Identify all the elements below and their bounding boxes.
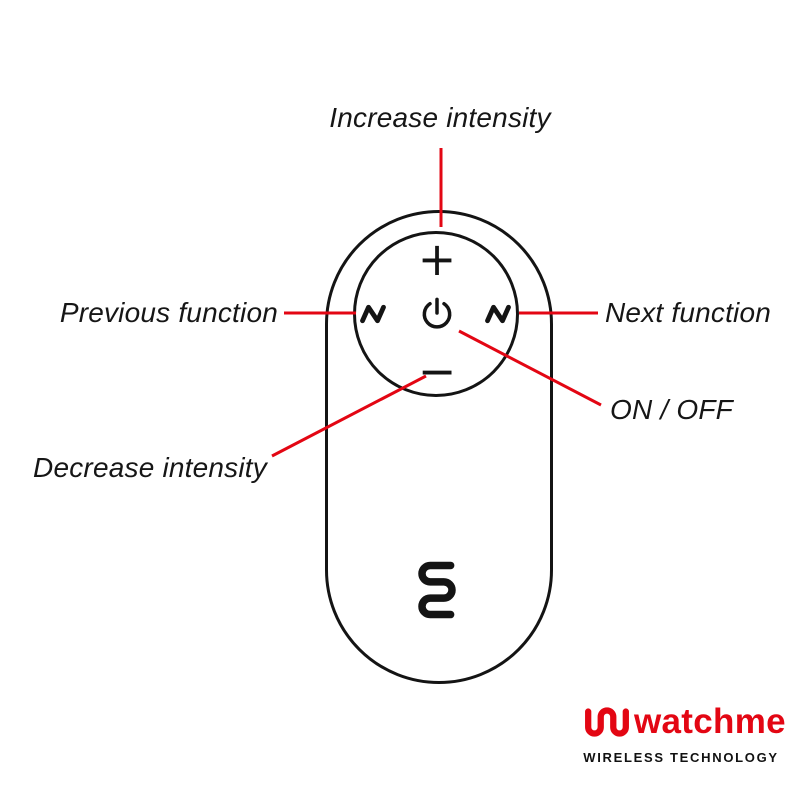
increase-button: + — [417, 232, 457, 286]
wave-left-icon — [358, 303, 388, 325]
brand-tagline: WIRELESS TECHNOLOGY — [583, 750, 779, 765]
brand-name: watchme — [634, 702, 786, 741]
label-decrease-intensity: Decrease intensity — [33, 452, 267, 483]
watchme-monogram-icon — [416, 560, 458, 620]
label-increase-intensity: Increase intensity — [329, 102, 551, 133]
label-on-off: ON / OFF — [610, 394, 733, 425]
power-icon — [417, 295, 457, 335]
label-next-function: Next function — [605, 297, 772, 328]
watchme-logo-icon — [584, 707, 630, 737]
decrease-button: − — [417, 344, 457, 398]
label-previous-function: Previous function — [59, 297, 278, 328]
wave-right-icon — [483, 303, 513, 325]
